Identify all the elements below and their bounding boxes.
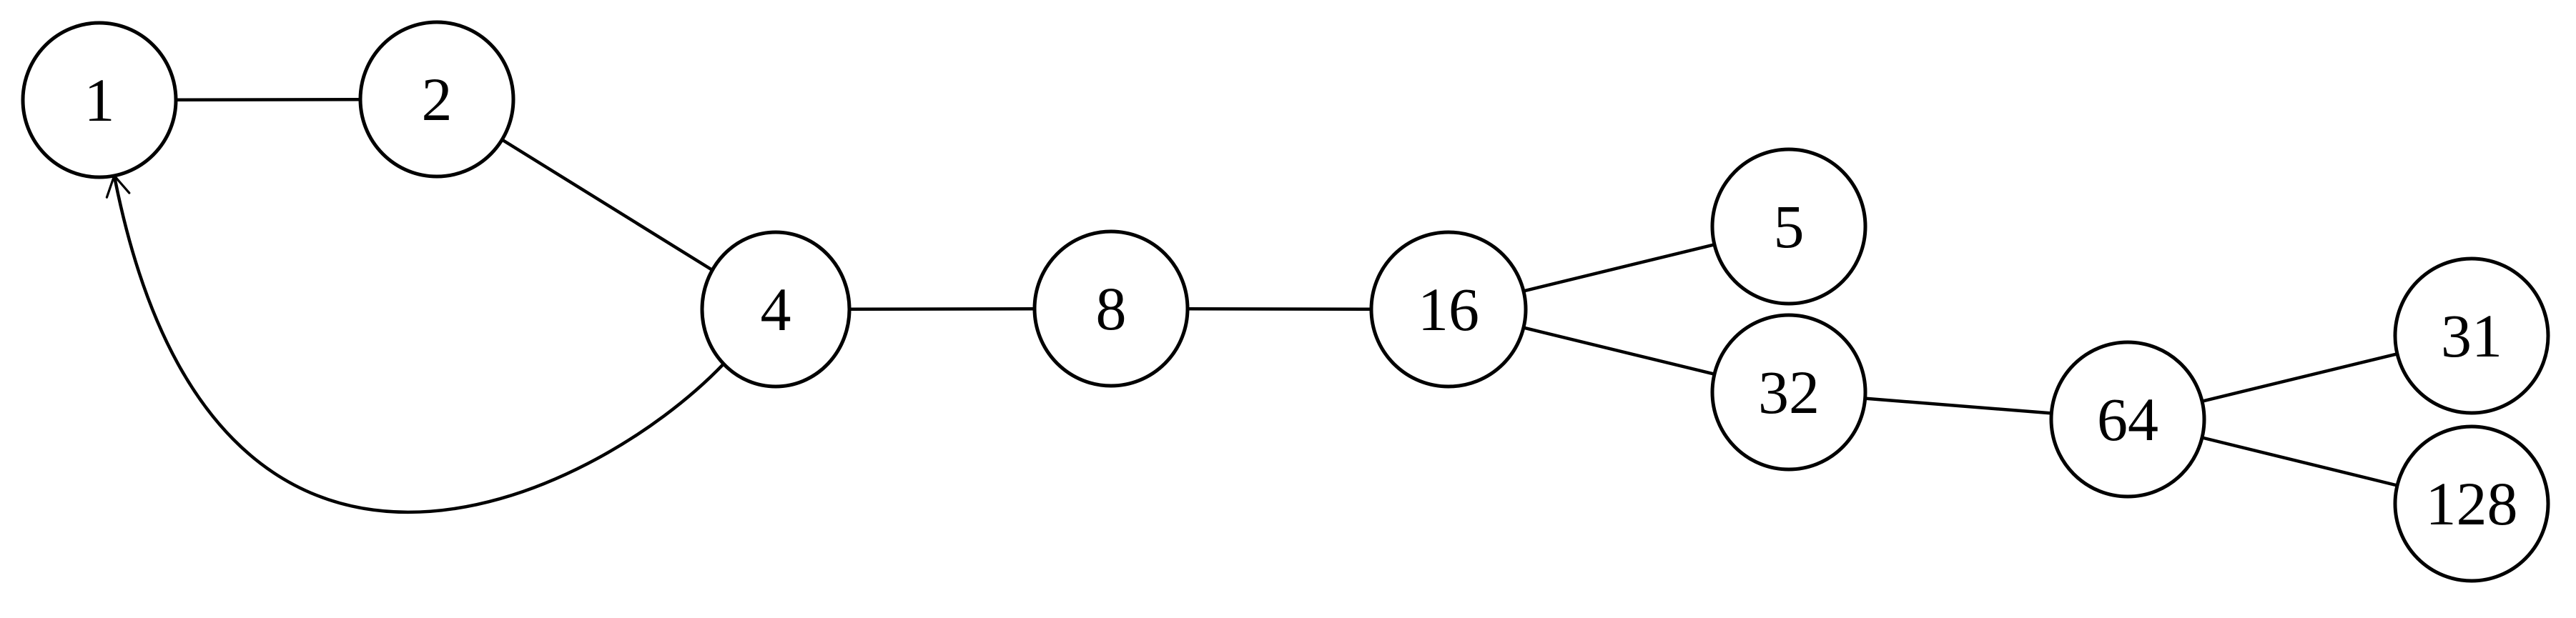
node-64-circle xyxy=(2049,340,2206,499)
node-4-label: 4 xyxy=(761,275,791,344)
edge-64-128-line xyxy=(2201,436,2398,487)
edge-16-32 xyxy=(1523,326,1715,376)
edge-16-32-line xyxy=(1523,326,1715,376)
node-32-label: 32 xyxy=(1758,358,1820,427)
edge-16-5 xyxy=(1523,243,1715,293)
node-8: 8 xyxy=(1032,229,1190,388)
node-128: 128 xyxy=(2393,424,2550,583)
node-16: 16 xyxy=(1369,230,1528,389)
edge-64-31 xyxy=(2201,352,2398,403)
node-8-circle xyxy=(1032,229,1190,388)
node-5: 5 xyxy=(1710,147,1867,306)
node-1: 1 xyxy=(21,21,178,179)
edge-32-64-line xyxy=(1865,397,2052,415)
node-128-label: 128 xyxy=(2426,469,2518,538)
edge-64-128 xyxy=(2201,436,2398,487)
edge-16-5-line xyxy=(1523,243,1715,293)
node-2-label: 2 xyxy=(422,65,453,134)
node-1-label: 1 xyxy=(84,66,115,134)
node-128-circle xyxy=(2393,424,2550,583)
edge-4-1-path xyxy=(112,175,725,514)
edge-2-4-line xyxy=(501,138,714,271)
edge-32-64 xyxy=(1865,397,2052,415)
node-5-circle xyxy=(1710,147,1867,306)
edge-64-31-line xyxy=(2201,352,2398,403)
node-16-label: 16 xyxy=(1418,275,1479,344)
node-2: 2 xyxy=(358,20,515,179)
node-4: 4 xyxy=(700,230,852,389)
edge-4-1 xyxy=(105,173,725,514)
node-1-circle xyxy=(21,21,178,179)
edge-2-4 xyxy=(501,138,714,271)
node-31: 31 xyxy=(2393,256,2550,415)
node-2-circle xyxy=(358,20,515,179)
node-16-circle xyxy=(1369,230,1528,389)
node-64: 64 xyxy=(2049,340,2206,499)
node-64-label: 64 xyxy=(2097,385,2158,454)
node-31-label: 31 xyxy=(2441,301,2502,370)
node-32: 32 xyxy=(1710,313,1867,472)
node-8-label: 8 xyxy=(1096,274,1127,343)
node-32-circle xyxy=(1710,313,1867,472)
node-31-circle xyxy=(2393,256,2550,415)
edge-1-2-line xyxy=(175,97,361,102)
node-4-circle xyxy=(700,230,852,389)
node-5-label: 5 xyxy=(1774,192,1805,261)
edge-1-2 xyxy=(175,97,361,102)
